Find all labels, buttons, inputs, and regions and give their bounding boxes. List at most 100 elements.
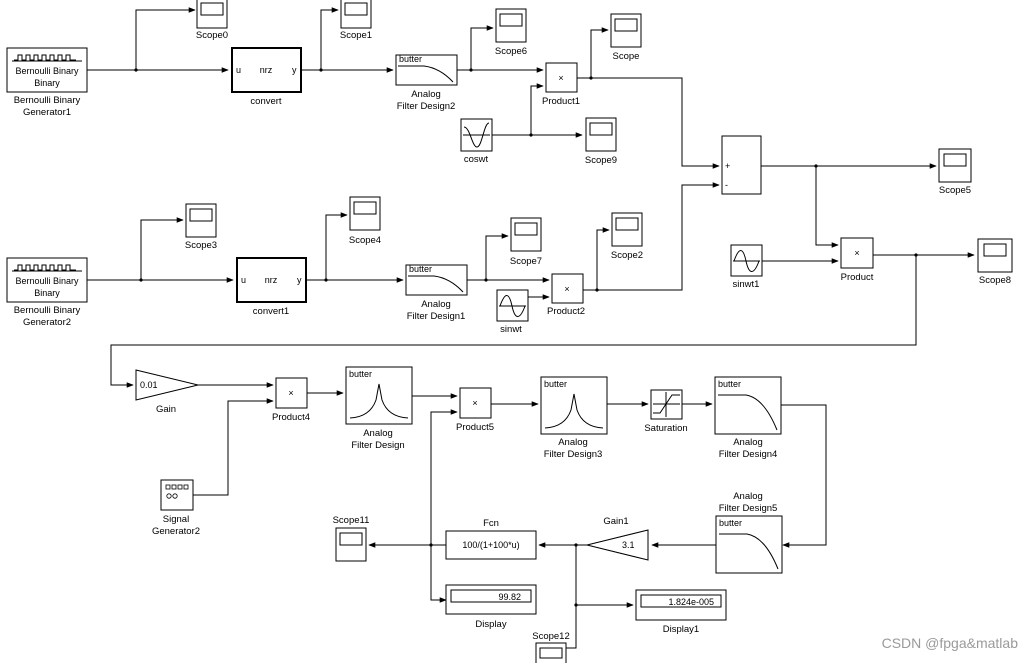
product-symbol: × bbox=[854, 248, 859, 258]
display-label: Display bbox=[475, 619, 506, 630]
scope11-label: Scope11 bbox=[333, 515, 370, 526]
product1-block[interactable]: × Product1 bbox=[542, 62, 580, 107]
convert1-title: convert1 bbox=[253, 306, 289, 317]
display1-label: Display1 bbox=[663, 624, 699, 635]
afd2-title-line1: Analog bbox=[411, 89, 441, 100]
fcn-label: Fcn bbox=[483, 518, 499, 529]
product-label: Product bbox=[841, 272, 874, 283]
scope7-label: Scope7 bbox=[510, 256, 542, 267]
convert1-nrz-label: nrz bbox=[265, 275, 278, 285]
analog-filter-design3-block[interactable]: butter Analog Filter Design3 bbox=[540, 376, 608, 460]
sinwt-source-block[interactable]: sinwt bbox=[496, 289, 529, 335]
analog-filter-design4-block[interactable]: butter Analog Filter Design4 bbox=[714, 376, 782, 460]
analog-filter-design5-block[interactable]: Analog Filter Design5 butter bbox=[715, 491, 783, 574]
display-value: 99.82 bbox=[498, 592, 521, 602]
convert1-port-u: u bbox=[241, 275, 246, 285]
coswt-source-block[interactable]: coswt bbox=[460, 118, 493, 165]
scope8-block[interactable]: Scope8 bbox=[977, 238, 1013, 286]
display-block[interactable]: 99.82 Display bbox=[445, 584, 537, 630]
convert-port-u: u bbox=[236, 65, 241, 75]
product5-label: Product5 bbox=[456, 422, 494, 433]
product1-label: Product1 bbox=[542, 96, 580, 107]
afd3-title-line1: Analog bbox=[558, 437, 588, 448]
scope11-block[interactable]: Scope11 bbox=[333, 515, 370, 562]
gain1-value: 3.1 bbox=[622, 540, 635, 550]
bernoulli1-title-line1: Bernoulli Binary bbox=[14, 95, 81, 106]
product-block[interactable]: × Product bbox=[840, 237, 874, 283]
afd-butter-label: butter bbox=[349, 369, 372, 379]
afd3-title-line2: Filter Design3 bbox=[544, 449, 603, 460]
signal-generator2-block[interactable]: Signal Generator2 bbox=[152, 479, 200, 537]
bernoulli-generator1-block[interactable]: Bernoulli Binary Binary Bernoulli Binary… bbox=[6, 47, 88, 118]
convert-port-y: y bbox=[292, 65, 297, 75]
convert-block[interactable]: u nrz y convert bbox=[231, 47, 302, 107]
sum-minus-sign: - bbox=[725, 180, 728, 190]
afd4-butter-label: butter bbox=[718, 379, 741, 389]
product4-block[interactable]: × Product4 bbox=[272, 377, 310, 423]
product5-symbol: × bbox=[472, 398, 477, 408]
convert1-block[interactable]: u nrz y convert1 bbox=[236, 257, 307, 317]
product2-block[interactable]: × Product2 bbox=[547, 273, 585, 317]
siggen-title-line2: Generator2 bbox=[152, 526, 200, 537]
scope2-block[interactable]: Scope2 bbox=[611, 212, 643, 261]
saturation-block[interactable]: Saturation bbox=[644, 389, 688, 434]
analog-filter-design-block[interactable]: butter Analog Filter Design bbox=[345, 366, 413, 451]
svg-text:Binary: Binary bbox=[34, 288, 60, 298]
sum-block[interactable]: + - bbox=[721, 135, 762, 195]
product4-label: Product4 bbox=[272, 412, 310, 423]
csdn-watermark: CSDN @fpga&matlab bbox=[882, 635, 1019, 651]
scope0-block[interactable]: Scope0 bbox=[196, 0, 228, 41]
afd2-title-line2: Filter Design2 bbox=[397, 101, 456, 112]
scope4-block[interactable]: Scope4 bbox=[349, 196, 381, 246]
bernoulli2-inner-label: Bernoulli Binary bbox=[15, 276, 79, 286]
saturation-label: Saturation bbox=[644, 423, 687, 434]
afd4-title-line1: Analog bbox=[733, 437, 763, 448]
gain-label: Gain bbox=[156, 404, 176, 415]
scope3-label: Scope3 bbox=[185, 240, 217, 251]
afd5-title-line2: Filter Design5 bbox=[719, 503, 778, 514]
convert1-port-y: y bbox=[297, 275, 302, 285]
product5-block[interactable]: × Product5 bbox=[456, 387, 494, 433]
scope9-block[interactable]: Scope9 bbox=[585, 117, 617, 166]
gain1-block[interactable]: Gain1 3.1 bbox=[586, 516, 649, 561]
fcn-block[interactable]: Fcn 100/(1+100*u) bbox=[445, 518, 537, 560]
bernoulli2-title-line2: Generator2 bbox=[23, 317, 71, 328]
analog-filter-design2-block[interactable]: butter Analog Filter Design2 bbox=[395, 54, 458, 112]
sinwt-label: sinwt bbox=[500, 324, 522, 335]
scope6-block[interactable]: Scope6 bbox=[495, 8, 527, 57]
afd2-butter-label: butter bbox=[399, 54, 422, 64]
bernoulli2-title-line1: Bernoulli Binary bbox=[14, 305, 81, 316]
display1-value: 1.824e-005 bbox=[668, 597, 714, 607]
scope1-block[interactable]: Scope1 bbox=[340, 0, 372, 41]
bernoulli-generator2-block[interactable]: Bernoulli Binary Binary Bernoulli Binary… bbox=[6, 257, 88, 328]
bernoulli1-inner-label: Bernoulli Binary bbox=[15, 66, 79, 76]
scope12-label: Scope12 bbox=[532, 631, 570, 642]
scope1-label: Scope1 bbox=[340, 30, 372, 41]
scope9-label: Scope9 bbox=[585, 155, 617, 166]
scope4-label: Scope4 bbox=[349, 235, 381, 246]
afd-title-line1: Analog bbox=[363, 428, 393, 439]
afd5-butter-label: butter bbox=[719, 518, 742, 528]
scope3-block[interactable]: Scope3 bbox=[185, 203, 217, 251]
sinwt1-source-block[interactable]: sinwt1 bbox=[730, 244, 763, 290]
gain1-label: Gain1 bbox=[603, 516, 628, 527]
gain-block[interactable]: 0.01 Gain bbox=[135, 369, 199, 415]
product4-symbol: × bbox=[288, 388, 293, 398]
scope5-block[interactable]: Scope5 bbox=[938, 148, 972, 196]
scope0-label: Scope0 bbox=[196, 30, 228, 41]
product2-label: Product2 bbox=[547, 306, 585, 317]
scope8-label: Scope8 bbox=[979, 275, 1011, 286]
scope7-block[interactable]: Scope7 bbox=[510, 217, 542, 267]
display1-block[interactable]: 1.824e-005 Display1 bbox=[635, 589, 727, 635]
afd5-title-line1: Analog bbox=[733, 491, 763, 502]
sinwt1-label: sinwt1 bbox=[733, 279, 760, 290]
analog-filter-design1-block[interactable]: butter Analog Filter Design1 bbox=[405, 264, 468, 322]
convert-title: convert bbox=[250, 96, 282, 107]
scope12-block[interactable]: Scope12 bbox=[532, 631, 570, 663]
sum-plus-sign: + bbox=[725, 161, 730, 171]
scope-block[interactable]: Scope bbox=[610, 13, 642, 62]
siggen-title-line1: Signal bbox=[163, 514, 189, 525]
fcn-expression: 100/(1+100*u) bbox=[462, 540, 519, 550]
wire-junctions bbox=[134, 68, 918, 607]
